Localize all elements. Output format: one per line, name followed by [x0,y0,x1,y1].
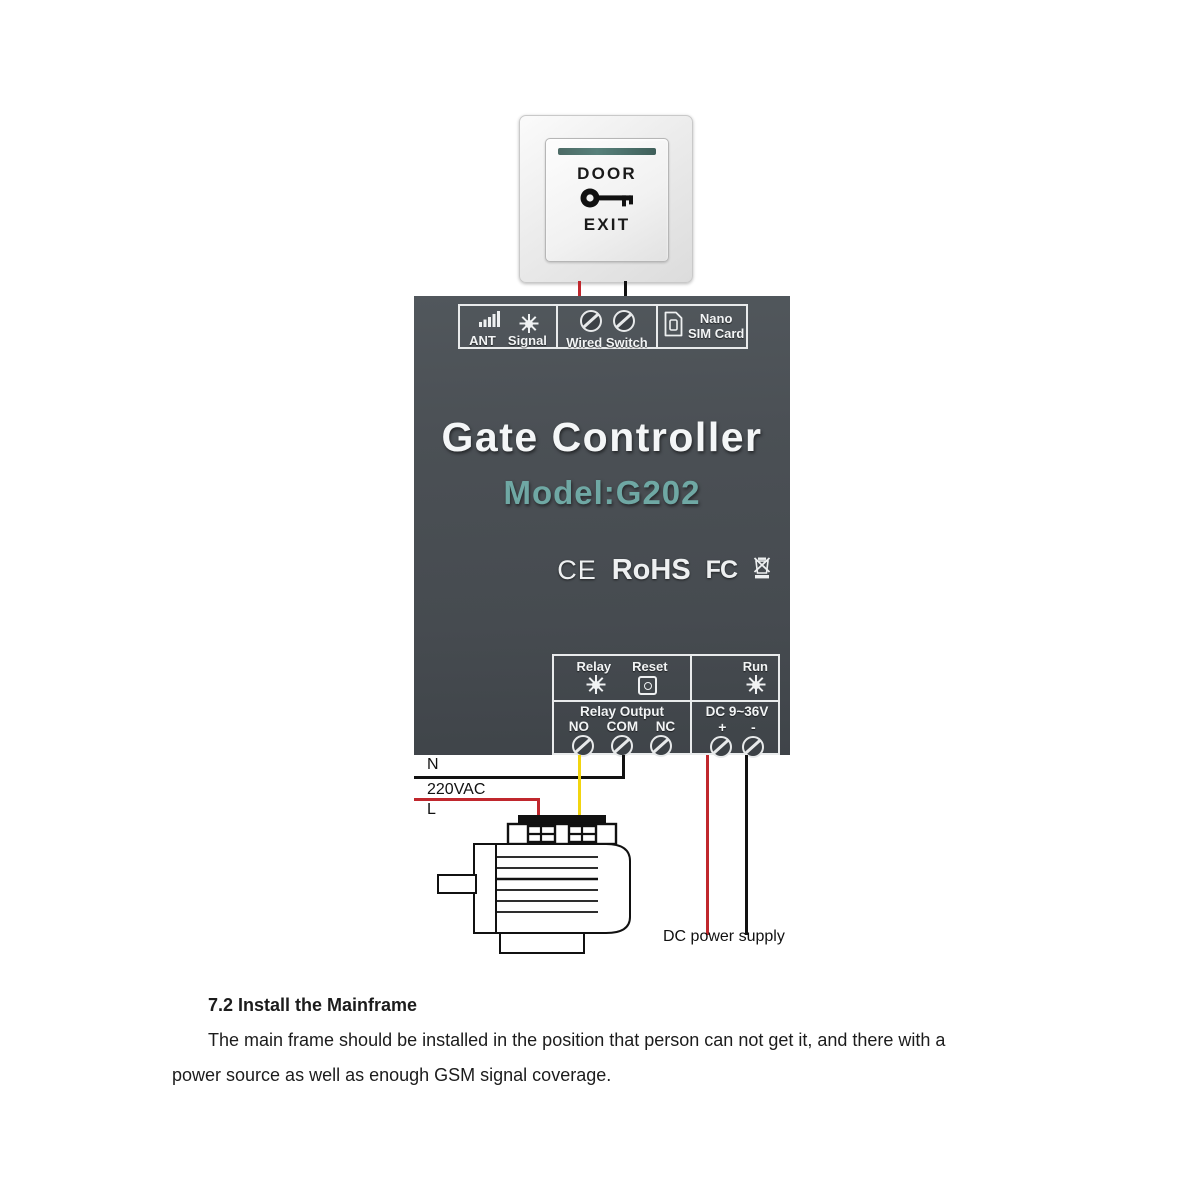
wire-dc-negative [745,755,748,935]
caption-paragraph-line2: power source as well as enough GSM signa… [172,1065,612,1085]
terminal-label-dc-negative: - [751,719,756,735]
ce-mark: CE [557,555,597,585]
connector-label-wired-switch: Wired Switch [566,335,648,350]
screw-terminal-dc-negative[interactable] [742,736,764,758]
wire-neutral-bus [414,776,625,779]
connector-label-signal: Signal [507,333,547,348]
key-icon [579,187,635,214]
label-live: L [427,801,436,818]
terminal-label-nc: NC [655,719,676,734]
connector-label-sim-card: SIM Card [688,325,745,341]
sim-card-icon [664,311,683,342]
indicator-label-run: Run [742,659,768,674]
motor-illustration [430,805,730,955]
screw-terminal-dc-positive[interactable] [710,736,732,758]
connector-label-ant: ANT [469,333,496,348]
door-exit-button-face[interactable]: DOOR EXIT [545,138,669,262]
wire-com-drop [622,755,625,779]
indicator-label-reset: Reset [632,659,668,674]
caption-paragraph-line1: The main frame should be installed in th… [208,1030,946,1050]
caption-heading: 7.2 Install the Mainframe [208,995,418,1015]
screw-terminal-nc[interactable] [650,735,673,757]
relay-led-icon [586,675,606,694]
door-exit-top-label: DOOR [577,164,637,183]
signal-bars-icon [478,311,501,332]
dc-input-title: DC 9~36V [705,704,769,719]
brand-title: Gate Controller [441,414,763,460]
indicator-label-relay: Relay [576,659,612,674]
panel-divider [656,306,658,347]
caption-block: 7.2 Install the Mainframe The main frame… [172,995,1182,1086]
fcc-mark: FC [705,556,738,584]
screw-terminal-com[interactable] [610,735,633,757]
screw-terminal-switch[interactable] [612,310,635,332]
terminal-label-dc-positive: + [718,719,727,735]
rohs-mark: RoHS [611,554,691,586]
run-led-icon [746,675,766,694]
label-mains-voltage: 220VAC [427,781,486,798]
top-connector-panel: ANT Signal Wired Switch [458,304,748,350]
wire-live-drop [537,798,540,815]
door-exit-indicator-strip [558,148,656,155]
screw-terminal-wired[interactable] [579,310,602,332]
connector-label-nano: Nano [699,310,733,326]
label-dc-power-supply: DC power supply [663,928,785,945]
certification-marks: CE RoHS FC [557,554,772,587]
wire-live-bus [414,798,539,801]
screw-terminal-no[interactable] [571,735,594,757]
bottom-terminal-panel: Relay Reset Run [552,654,780,758]
label-neutral: N [427,756,439,773]
wire-button-black [624,281,627,300]
relay-output-title: Relay Output [579,704,664,719]
wire-dc-positive [706,755,709,935]
panel-divider [556,306,558,347]
terminal-label-com: COM [606,719,639,734]
panel-divider [554,700,778,702]
gate-controller-device: ANT Signal Wired Switch [414,296,790,758]
weee-bin-icon [752,555,772,586]
panel-divider [690,656,692,753]
door-exit-button[interactable]: DOOR EXIT [519,115,693,283]
terminal-label-no: NO [568,719,590,734]
door-exit-bottom-label: EXIT [583,215,631,234]
wire-button-red [578,281,581,300]
model-number: Model:G202 [503,474,701,511]
wire-no-yellow [578,755,581,815]
led-bulb-icon [519,314,539,333]
reset-button[interactable] [638,676,657,695]
